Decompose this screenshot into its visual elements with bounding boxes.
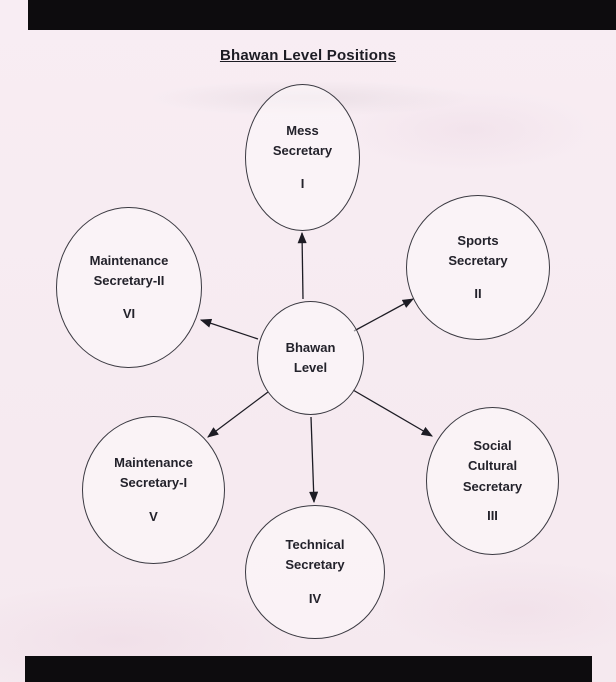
- arrow-to-social-cultural-secretary: [352, 389, 433, 437]
- scan-artifact-top-bar: [28, 0, 616, 30]
- diagram-title: Bhawan Level Positions: [219, 47, 397, 64]
- node-numeral: VI: [122, 306, 136, 322]
- node-label: Social Cultural Secretary: [462, 438, 523, 494]
- node-technical-secretary: Technical Secretary IV: [245, 505, 385, 639]
- node-numeral: I: [300, 176, 305, 192]
- node-numeral: IV: [308, 590, 322, 606]
- node-numeral: II: [474, 286, 482, 302]
- node-sports-secretary: Sports Secretary II: [406, 195, 550, 340]
- arrow-to-mess-secretary: [297, 231, 307, 300]
- node-label: Maintenance Secretary-I: [114, 455, 193, 491]
- arrow-to-technical-secretary: [309, 416, 319, 504]
- node-social-cultural-secretary: Social Cultural Secretary III: [426, 407, 559, 555]
- arrow-to-maintenance-secretary-2: [199, 318, 259, 340]
- node-numeral: III: [487, 507, 498, 523]
- node-label: Maintenance Secretary-II: [89, 252, 169, 288]
- node-label: Mess Secretary: [272, 122, 333, 158]
- node-label: Bhawan Level: [285, 339, 336, 375]
- arrow-to-maintenance-secretary-1: [207, 391, 269, 438]
- node-mess-secretary: Mess Secretary I: [245, 84, 360, 231]
- arrow-to-sports-secretary: [353, 298, 414, 332]
- node-numeral: V: [149, 508, 158, 524]
- node-maintenance-secretary-1: Maintenance Secretary-I V: [82, 416, 225, 564]
- node-label: Technical Secretary: [285, 537, 345, 573]
- node-maintenance-secretary-2: Maintenance Secretary-II VI: [56, 207, 202, 368]
- scan-artifact-bottom-bar: [25, 656, 592, 682]
- node-bhawan-level-center: Bhawan Level: [257, 301, 364, 415]
- node-label: Sports Secretary: [448, 232, 508, 268]
